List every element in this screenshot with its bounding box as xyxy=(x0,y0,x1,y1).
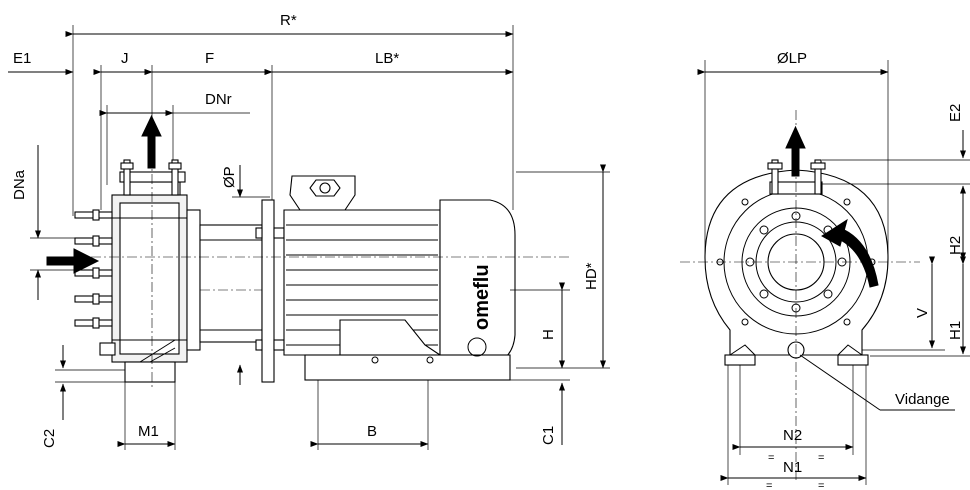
label-op: ØP xyxy=(221,166,238,188)
label-h1: H1 xyxy=(947,321,964,340)
dimension-h: H xyxy=(510,282,570,369)
dimension-c2: C2 xyxy=(41,345,125,448)
label-c1: C1 xyxy=(540,426,557,445)
suction-studs xyxy=(74,209,116,356)
label-b: B xyxy=(367,423,377,440)
label-h2: H2 xyxy=(947,236,964,255)
dimension-olp: ØLP xyxy=(697,50,889,258)
label-n1: N1 xyxy=(783,459,802,476)
dimension-dnr: DNr xyxy=(99,91,250,116)
flow-arrow-up-icon xyxy=(141,114,162,169)
label-dna: DNa xyxy=(11,169,28,200)
label-lb: LB* xyxy=(375,50,399,67)
dimension-h1: H1 xyxy=(870,256,970,357)
label-c2: C2 xyxy=(41,429,58,448)
label-vidange: Vidange xyxy=(895,391,950,408)
flow-arrow-up-icon xyxy=(785,125,806,177)
label-v: V xyxy=(914,308,931,318)
label-e2: E2 xyxy=(947,104,964,122)
dimension-n1: N1 = = xyxy=(720,365,867,490)
dimension-m1: M1 xyxy=(117,382,176,450)
rotation-arrow-icon xyxy=(821,218,879,288)
eq-mark-n2-left: = xyxy=(768,452,774,464)
label-e1: E1 xyxy=(13,50,31,67)
label-olp: ØLP xyxy=(777,50,807,67)
dimension-h2: H2 xyxy=(947,186,966,261)
vidange-callout: Vidange xyxy=(799,354,955,411)
label-hd: HD* xyxy=(583,262,600,290)
dimension-b: B xyxy=(310,380,429,450)
label-j: J xyxy=(121,50,129,67)
label-r: R* xyxy=(280,12,297,29)
side-view: R* E1 J F LB* DNr DNa xyxy=(8,12,610,450)
dimension-dna: DNa xyxy=(11,145,112,300)
brand-logo-text: omeflu xyxy=(471,264,493,330)
dimension-hd: HD* xyxy=(516,164,610,369)
pump-casing xyxy=(111,159,263,383)
label-n2: N2 xyxy=(783,427,802,444)
brand-logo-mark xyxy=(467,337,487,357)
dimension-op: ØP xyxy=(221,165,270,385)
dimension-r: R* xyxy=(65,12,514,37)
dimension-v: V xyxy=(862,256,945,351)
brand-logo: omeflu xyxy=(467,264,493,357)
dimension-row-e1-j-f-lb: E1 J F LB* xyxy=(8,50,514,75)
dimension-n2: N2 = = xyxy=(732,365,854,464)
motor-flange xyxy=(255,199,285,383)
label-dnr: DNr xyxy=(205,91,232,108)
label-f: F xyxy=(205,50,214,67)
label-m1: M1 xyxy=(138,423,159,440)
flow-arrow-right-icon xyxy=(46,248,100,274)
motor-body xyxy=(283,175,516,381)
eq-mark-n1-right: = xyxy=(818,480,824,490)
label-h: H xyxy=(540,329,557,340)
eq-mark-n2-right: = xyxy=(818,452,824,464)
pump-front-body xyxy=(704,159,889,366)
eq-mark-n1-left: = xyxy=(766,480,772,490)
front-view: ØLP xyxy=(680,50,970,490)
dimension-c1: C1 xyxy=(510,379,570,445)
